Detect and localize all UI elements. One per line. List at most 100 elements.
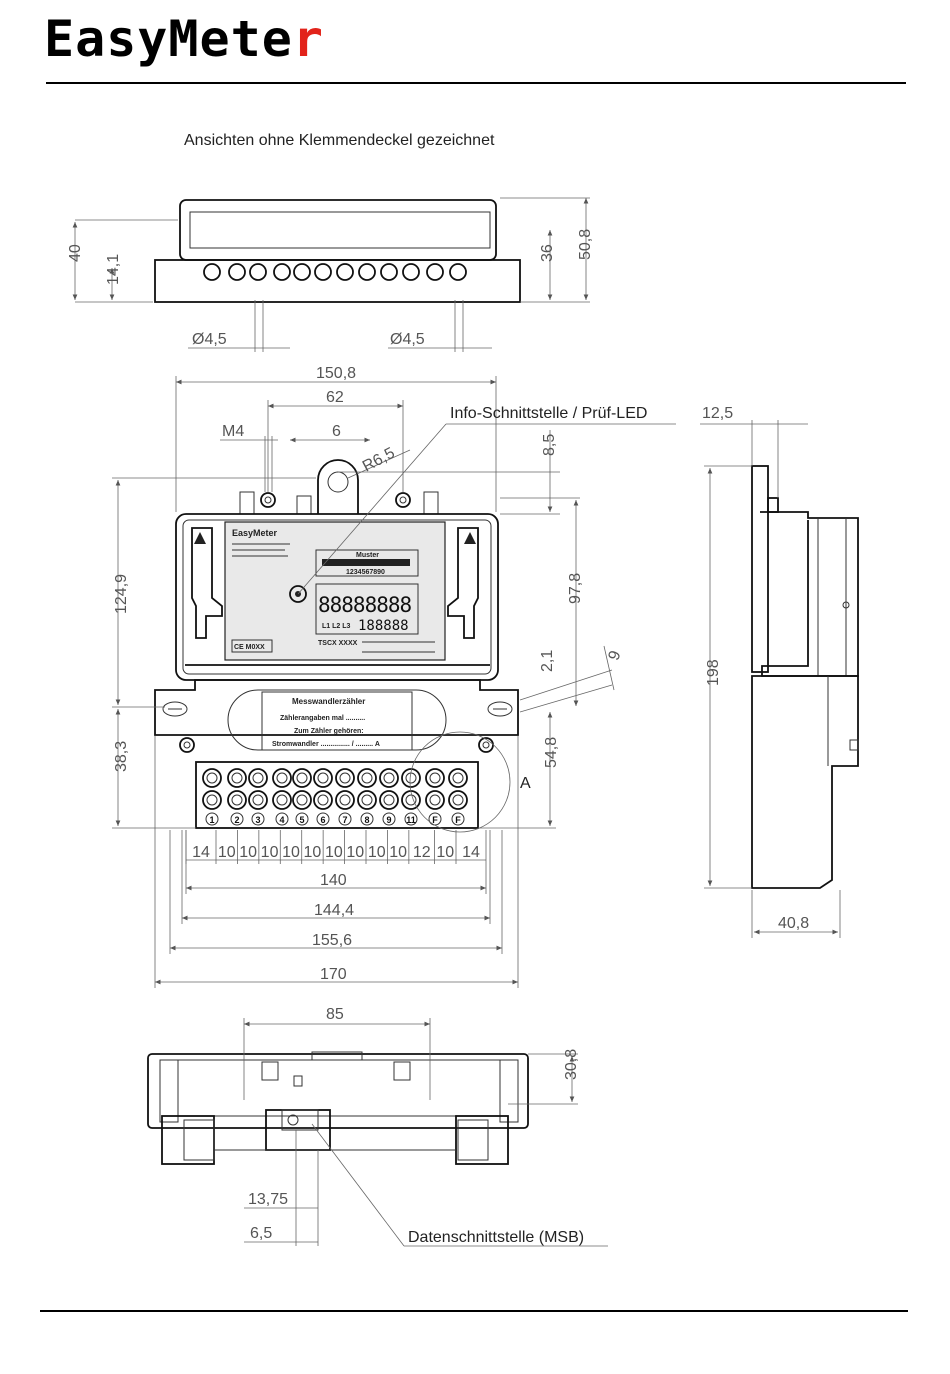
terminal-spacing-value: 10 [304, 844, 322, 861]
terminal-screw [379, 768, 399, 788]
terminal-number-ring [360, 812, 374, 826]
terminal-number-ring [382, 812, 396, 826]
terminal-number: 3 [255, 815, 260, 825]
logo-main-text: EasyMete [44, 10, 293, 68]
dim-height-97-8: 97,8 [567, 573, 584, 604]
terminal-screw-inner [429, 772, 441, 784]
callout-msb: Datenschnittstelle (MSB) [408, 1229, 584, 1246]
terminal-screw-inner [361, 794, 373, 806]
terminal-spacing-value: 10 [282, 844, 300, 861]
dim-top-36: 36 [539, 244, 556, 262]
dim-width-150-8: 150,8 [316, 365, 356, 382]
terminal-screw [202, 768, 222, 788]
panel-brand: EasyMeter [232, 528, 278, 538]
dim-height-54-8: 54,8 [543, 737, 560, 768]
detail-a-label: A [520, 775, 531, 792]
dim-width-144-4: 144,4 [314, 902, 354, 919]
dim-height-8-5: 8,5 [541, 434, 558, 456]
dim-top-diameter-left: Ø4,5 [192, 331, 227, 348]
terminal-spacing-value: 14 [192, 844, 210, 861]
card-title: Messwandlerzähler [292, 697, 365, 706]
lcd-phases: L1 L2 L3 [322, 623, 351, 630]
terminal-number: F [455, 815, 461, 825]
terminal-screw [272, 768, 292, 788]
terminal-screw-inner [317, 772, 329, 784]
terminal-screw-inner [361, 772, 373, 784]
dim-bottom-85: 85 [326, 1006, 344, 1023]
terminal-spacing-value: 10 [346, 844, 364, 861]
terminal-screw-inner [339, 772, 351, 784]
terminal-number: 8 [364, 815, 369, 825]
terminal-number-ring [316, 812, 330, 826]
terminal-screw [292, 768, 312, 788]
panel-serial: 1234567890 [346, 569, 385, 576]
terminal-number: 1 [209, 815, 214, 825]
dim-height-38-3: 38,3 [113, 741, 130, 772]
terminal-screw-inner [452, 794, 464, 806]
dim-width-140: 140 [320, 872, 347, 889]
terminal-spacing-value: 12 [413, 844, 431, 861]
dim-height-2-1: 2,1 [539, 650, 556, 672]
terminal-number: 9 [386, 815, 391, 825]
dim-thread-m4: M4 [222, 423, 244, 440]
terminal-number: 11 [406, 815, 416, 825]
dim-bottom-30-8: 30,8 [563, 1049, 580, 1080]
left-warning-clip [191, 527, 223, 639]
card-line-2: Zum Zähler gehören: [294, 728, 364, 735]
terminal-number-ring [205, 812, 219, 826]
dim-top-40: 40 [67, 244, 84, 262]
footer-rule [40, 1310, 908, 1312]
terminal-screw [313, 768, 333, 788]
terminal-screw-inner [252, 794, 264, 806]
terminal-screw [335, 768, 355, 788]
terminal-screw [379, 790, 399, 810]
panel-firmware: TSCX XXXX [318, 640, 358, 647]
lcd-small-digits: 188888 [358, 618, 409, 634]
terminal-number-ring [338, 812, 352, 826]
terminal-number: 5 [299, 815, 304, 825]
terminal-number-ring [230, 812, 244, 826]
terminal-screw-inner [405, 772, 417, 784]
terminal-screw [425, 790, 445, 810]
terminal-screw [425, 768, 445, 788]
dim-height-9: 9 [606, 648, 625, 662]
terminal-number: 7 [342, 815, 347, 825]
callout-info-led: Info-Schnittstelle / Prüf-LED [450, 405, 647, 422]
dim-bottom-6-5: 6,5 [250, 1225, 272, 1242]
terminal-screw [401, 768, 421, 788]
dim-width-170: 170 [320, 966, 347, 983]
terminal-number: 2 [234, 815, 239, 825]
bottom-view: 85 30,8 13,75 6,5 Datenschnittstelle (MS… [147, 1006, 608, 1247]
dim-top-14-1: 14,1 [105, 254, 122, 285]
terminal-screw-inner [405, 794, 417, 806]
page-subtitle: Ansichten ohne Klemmendeckel gezeichnet [184, 132, 495, 149]
header-rule [46, 82, 906, 84]
dim-radius-6-5: R6,5 [360, 445, 398, 476]
dim-width-155-6: 155,6 [312, 932, 352, 949]
terminal-screw [248, 790, 268, 810]
terminal-screw-inner [231, 772, 243, 784]
terminal-number-ring [251, 812, 265, 826]
terminal-spacing-value: 10 [389, 844, 407, 861]
terminal-screw [313, 790, 333, 810]
terminal-spacing-value: 10 [436, 844, 454, 861]
dim-side-40-8: 40,8 [778, 915, 809, 932]
right-warning-clip [447, 527, 479, 639]
lcd-main-digits: 88888888 [318, 593, 412, 617]
dim-top-diameter-right: Ø4,5 [390, 331, 425, 348]
terminal-screw [202, 790, 222, 810]
terminal-screw [448, 768, 468, 788]
side-view: 198 12,5 40,8 [700, 405, 859, 938]
terminal-screw [227, 790, 247, 810]
terminal-screw [292, 790, 312, 810]
terminal-screw-inner [339, 794, 351, 806]
terminal-number: 4 [279, 815, 284, 825]
terminal-screw-inner [296, 772, 308, 784]
card-line-1: Zählerangaben mal .......... [280, 715, 365, 722]
top-view: 40 14,1 36 50,8 Ø4,5 Ø4,5 [67, 197, 594, 352]
terminal-number-ring [275, 812, 289, 826]
ce-mark: CE M0XX [234, 644, 265, 651]
